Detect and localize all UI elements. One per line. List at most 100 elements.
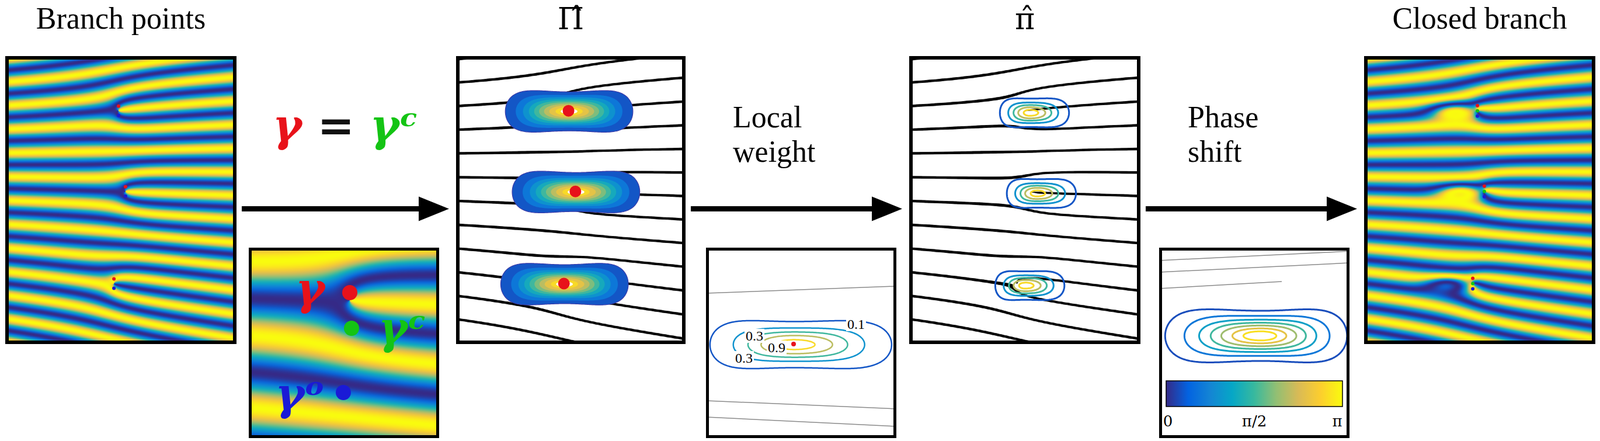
branch-point-dot (1482, 189, 1487, 194)
arrow-shaft (690, 206, 873, 212)
weight-blob (539, 103, 602, 292)
phase-line (456, 56, 686, 344)
gamma-point (342, 284, 358, 301)
field-panel: π̂ (909, 56, 1141, 344)
panel-heading: π̂ (1014, 3, 1035, 34)
flow-arrow (241, 196, 450, 222)
phase-line (456, 56, 686, 344)
branch-point-dot (562, 105, 575, 117)
phase-shift-contour (1164, 309, 1348, 363)
contour-label: 0.3 (734, 350, 754, 365)
weight-blob (529, 100, 612, 295)
zoom-inset: 0.30.30.90.1 (705, 247, 897, 438)
panel-ground (705, 247, 897, 438)
phase-shift-contour (1221, 325, 1297, 346)
phase-shift-contour (1164, 309, 1348, 363)
branch-point-dot (1475, 103, 1480, 108)
phase-line (705, 286, 897, 294)
phase-shift-contour (1243, 331, 1277, 341)
branch-point-dot (1470, 281, 1475, 285)
branch-point-dot (569, 185, 582, 198)
weight-blob (544, 105, 597, 291)
weight-blob (500, 90, 640, 305)
zoom-image (248, 247, 440, 438)
branch-point-dot (116, 113, 121, 118)
branch-point-dot (112, 286, 116, 290)
phase-contour-plot (456, 56, 686, 344)
zoom-inset: 0 π/2 π (1159, 247, 1350, 438)
curve-symbol: γᶜ (378, 305, 427, 351)
colorbar-tick: 0 (1163, 413, 1174, 429)
field-panel: Branch points (5, 56, 237, 344)
zoom-inset: γ γᶜ γᵒ (248, 247, 440, 438)
closed-stripe-field (1364, 56, 1596, 344)
phase-line (909, 56, 1141, 344)
arrow-head (418, 196, 450, 222)
arrow-label: Local weight (732, 99, 850, 170)
gamma-o-point (335, 384, 351, 400)
weight-contour (995, 98, 1076, 300)
weight-contour (1018, 109, 1046, 289)
colorbar-tick: π (1331, 413, 1342, 429)
phase-line (909, 56, 1141, 344)
weight-blob (524, 99, 617, 297)
branch-point-dot (1475, 109, 1480, 113)
branch-point-dot (123, 194, 128, 198)
curve-symbol: γ (295, 266, 325, 312)
phase-line (705, 416, 897, 427)
stripe-field (5, 56, 237, 344)
local-weight-plot (909, 56, 1141, 344)
phase-shift-contour (1184, 315, 1330, 357)
contour-label: 0.3 (744, 328, 765, 343)
stripe-image (5, 56, 237, 344)
arrow-shaft (241, 206, 420, 212)
zoom-field (248, 247, 440, 438)
phase-line (1159, 251, 1350, 261)
arrow-label: γ = γᶜ (272, 99, 419, 151)
weight-blob (550, 107, 590, 289)
stripe-image (1364, 56, 1596, 344)
contour-label: 0.1 (846, 317, 866, 332)
branch-point-dot (112, 276, 116, 281)
weight-blob (555, 108, 585, 287)
branch-point-dot (1475, 114, 1480, 118)
field-panel: Π̂ (456, 56, 686, 344)
weight-contour (1003, 102, 1066, 297)
panel-heading: Closed branch (1392, 3, 1568, 34)
gamma-c-point (343, 320, 360, 336)
phase-shift-zoom (1159, 247, 1350, 438)
phase-line (705, 400, 897, 409)
weight-contour (1013, 107, 1053, 292)
panel-ground (1159, 247, 1350, 438)
weight-blob (510, 94, 629, 301)
branch-point-dot (1470, 276, 1475, 280)
weight-zoom (705, 247, 897, 438)
branch-point-dot (116, 104, 121, 109)
panel-heading: Branch points (36, 3, 206, 34)
branch-point-dot (1482, 184, 1487, 189)
phase-line (1159, 281, 1282, 289)
branch-point-dot (1482, 195, 1487, 199)
weight-contour (1009, 105, 1059, 294)
arrow-head (1326, 196, 1358, 222)
phase-shift-contour (1232, 328, 1287, 343)
flow-arrow (690, 196, 903, 222)
phase-line (1159, 262, 1350, 273)
weight-blob (500, 90, 640, 305)
branch-point-dot (558, 277, 570, 290)
curve-symbol: γᵒ (275, 371, 326, 417)
phase-shift-contour (1210, 322, 1306, 350)
branch-point-dot (123, 185, 128, 189)
flow-arrow (1145, 196, 1358, 222)
arrow-shaft (1145, 206, 1328, 212)
field-panel: Closed branch (1364, 56, 1596, 344)
branch-point-dot (1470, 286, 1475, 291)
colorbar-tick: π/2 (1242, 413, 1267, 429)
weight-contour (995, 98, 1076, 300)
arrow-label: Phase shift (1187, 99, 1305, 170)
branch-point-dot (791, 341, 796, 347)
panel-heading: Π̂ (557, 3, 584, 34)
phase-shift-contour (1198, 319, 1317, 352)
